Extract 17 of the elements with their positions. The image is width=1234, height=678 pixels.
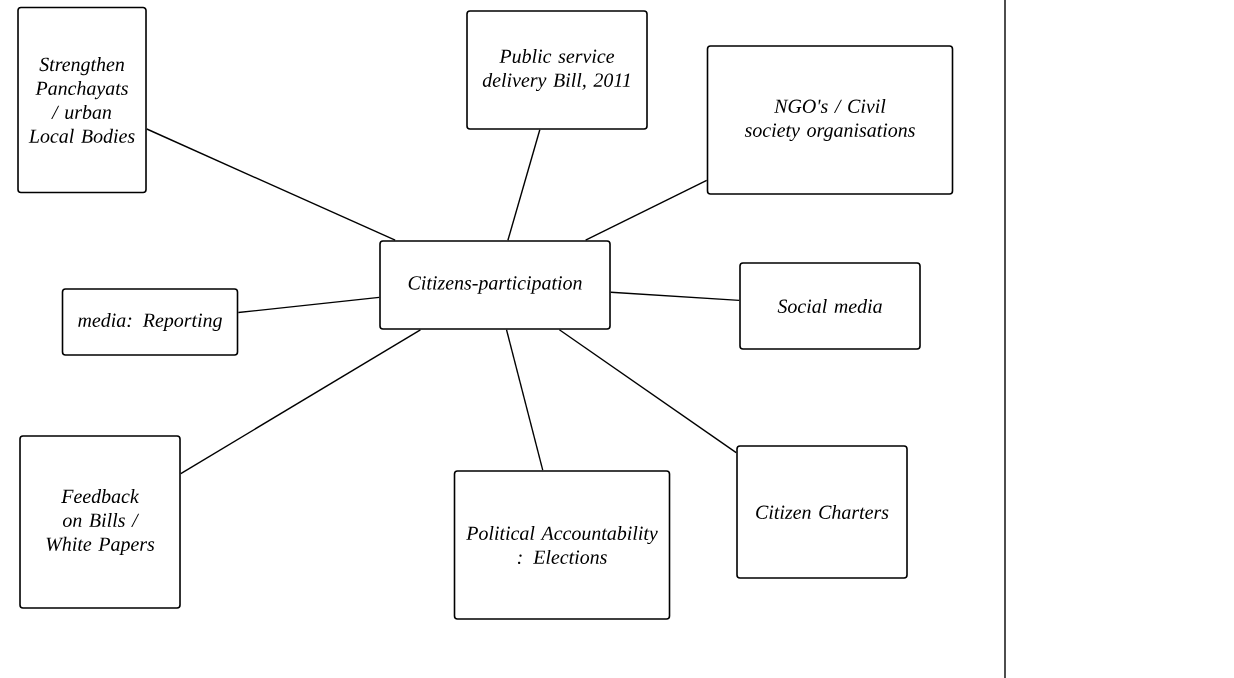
connector-line: [610, 291, 740, 302]
concept-box: Citizen Charters: [736, 445, 908, 579]
connector-line: [507, 129, 541, 241]
connector-line: [584, 179, 708, 241]
connector-line: [237, 296, 380, 314]
concept-box: Feedback on Bills / White Papers: [19, 435, 181, 609]
concept-box: Social media: [739, 262, 921, 350]
connector-line: [180, 329, 422, 475]
concept-box: media: Reporting: [61, 288, 239, 356]
concept-box: Political Accountability : Elections: [453, 470, 671, 620]
concept-box: Strengthen Panchayats / urban Local Bodies: [17, 6, 147, 194]
connector-line: [505, 329, 544, 471]
concept-box: Citizens-participation: [379, 240, 611, 330]
concept-box: NGO's / Civil society organisations: [706, 45, 954, 195]
concept-box: Public service delivery Bill, 2011: [466, 10, 648, 130]
connector-line: [558, 329, 737, 454]
connector-line: [146, 128, 396, 241]
